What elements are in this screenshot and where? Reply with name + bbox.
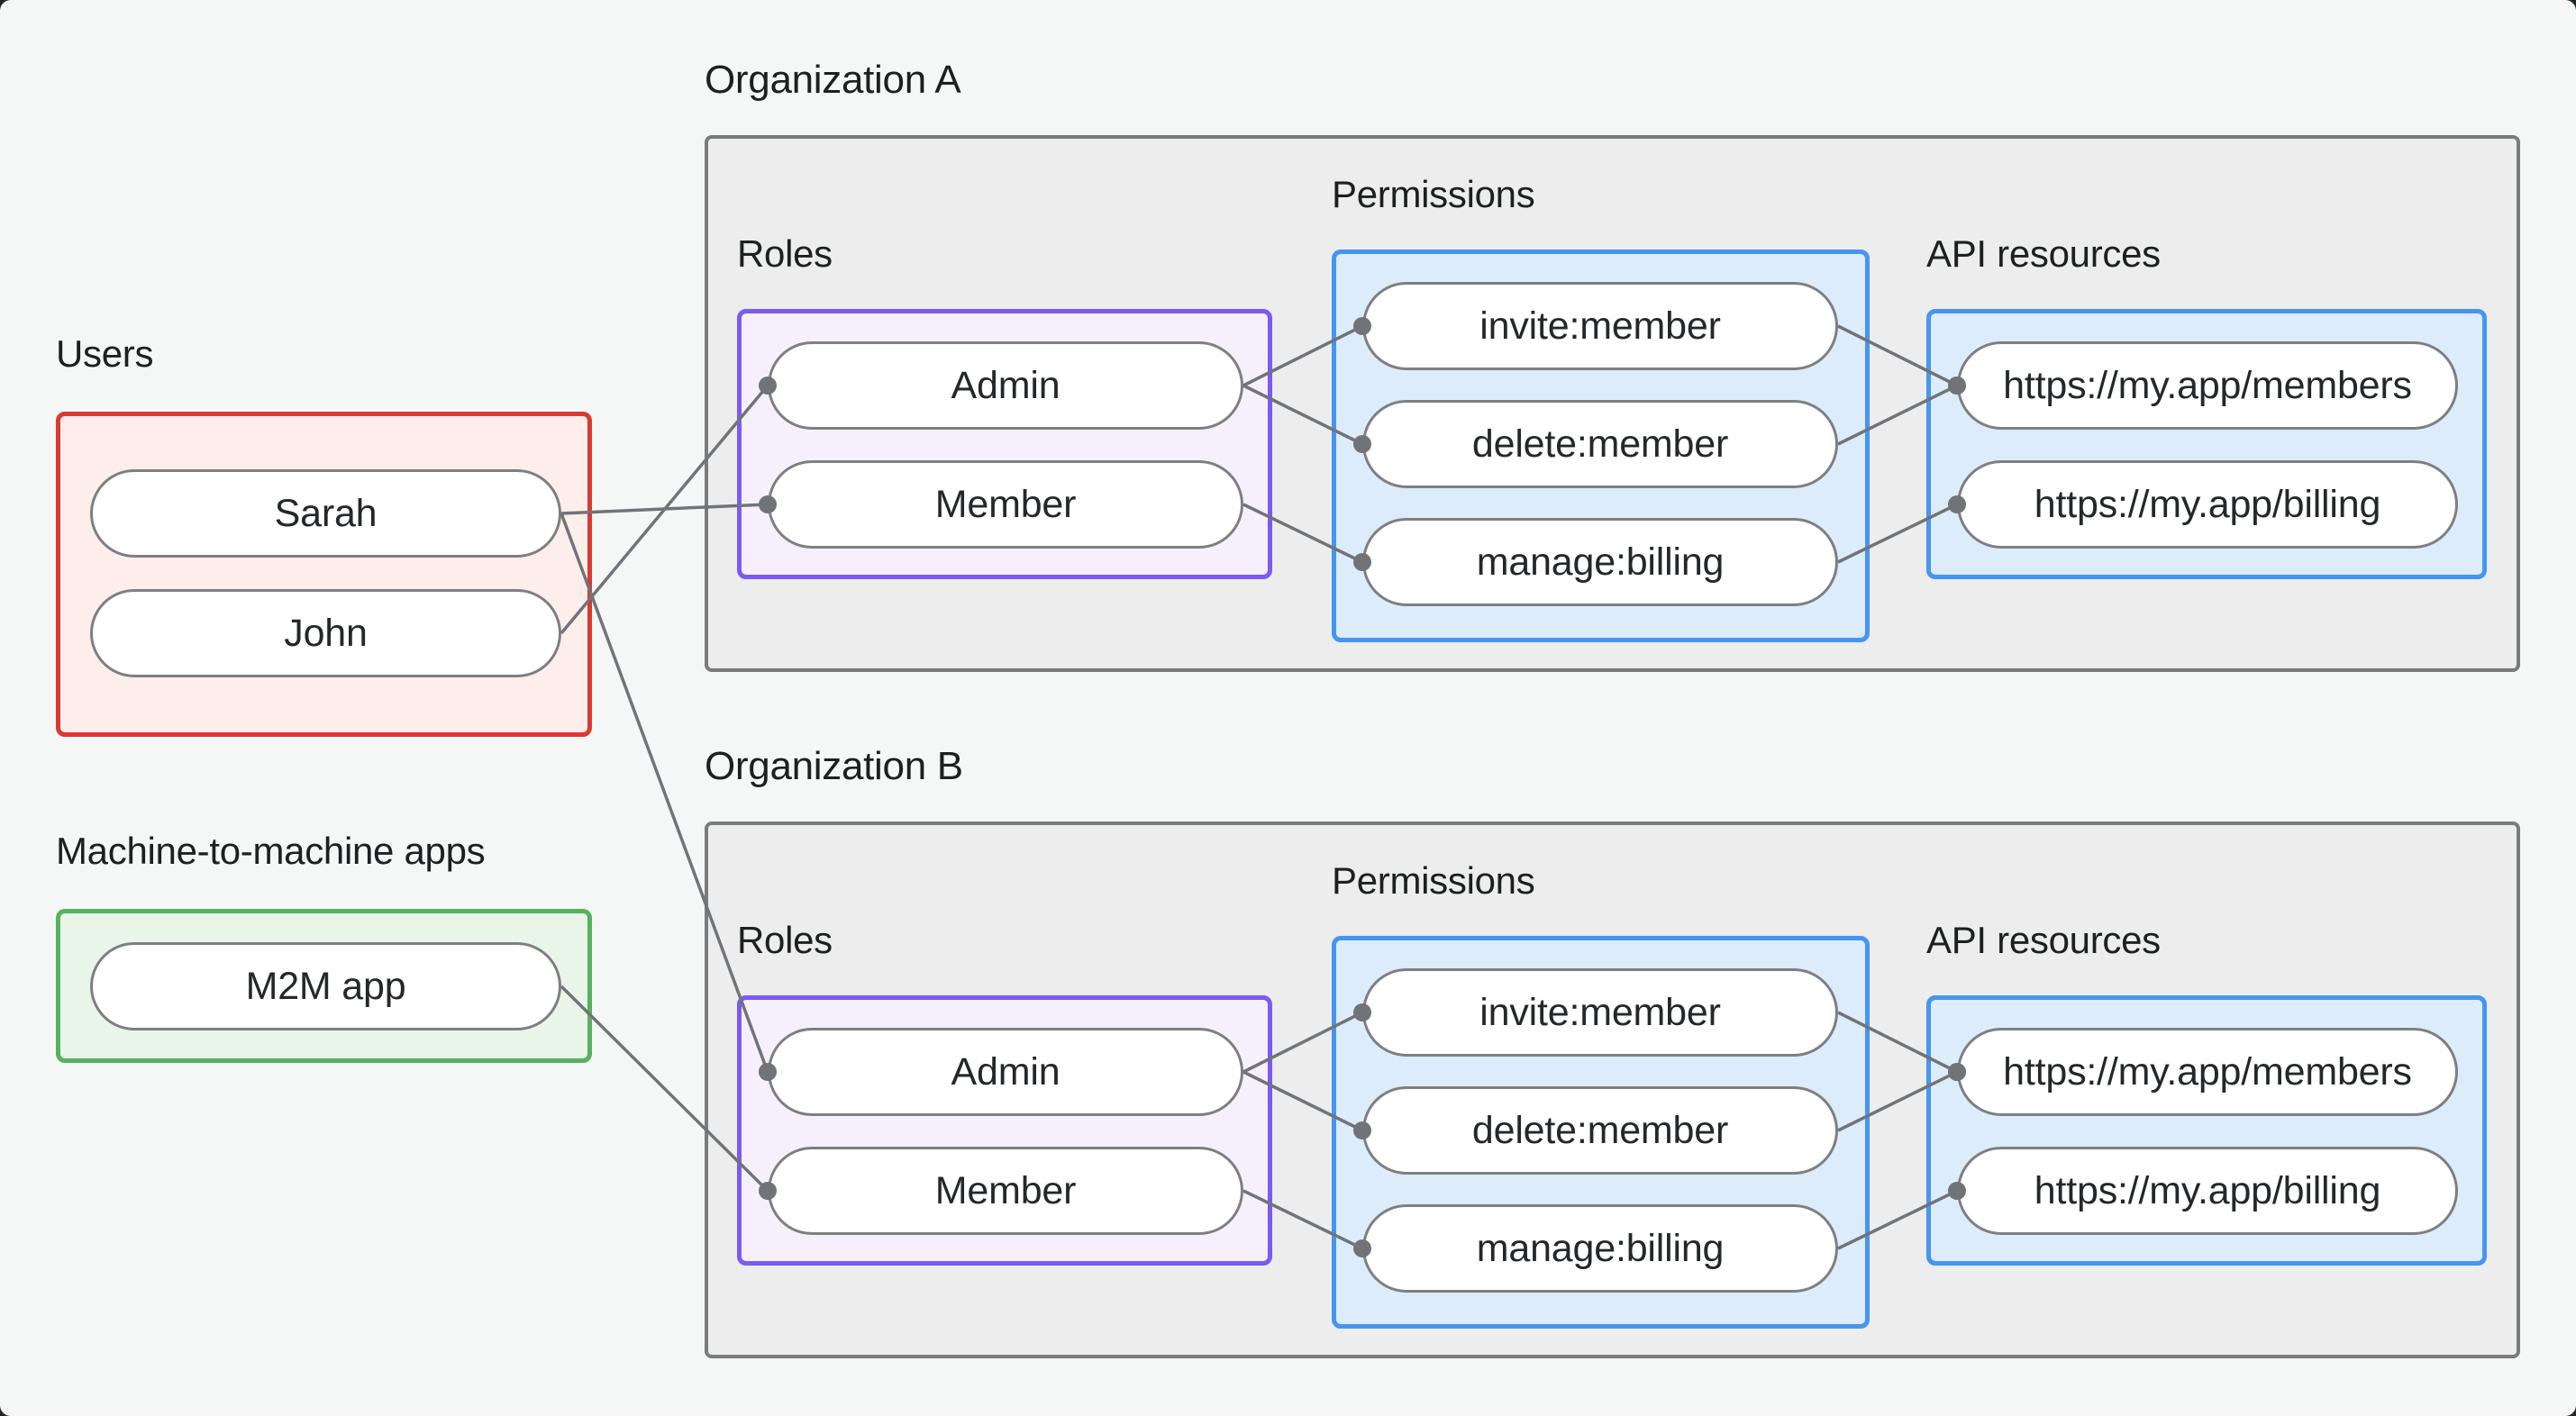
org-a-api-resources-label: API resources xyxy=(1926,232,2161,275)
m2m-label: Machine-to-machine apps xyxy=(56,830,486,872)
org-a-perm-pill-delete-member: delete:member xyxy=(1362,400,1838,488)
org-a-role-pill-member: Member xyxy=(768,460,1243,549)
org-b-roles-label: Roles xyxy=(737,919,833,961)
org-a-roles-label: Roles xyxy=(737,232,833,275)
org-a-title: Organization A xyxy=(705,58,961,102)
org-a-api-pill-members: https://my.app/members xyxy=(1957,341,2458,430)
org-b-api-pill-members: https://my.app/members xyxy=(1957,1028,2458,1116)
users-group-box xyxy=(56,412,592,737)
org-b-perm-pill-invite-member: invite:member xyxy=(1362,968,1838,1057)
users-label: Users xyxy=(56,332,154,375)
org-b-perm-pill-delete-member: delete:member xyxy=(1362,1086,1838,1175)
user-pill-sarah: Sarah xyxy=(90,469,561,558)
org-a-role-pill-admin: Admin xyxy=(768,341,1243,430)
org-a-perm-pill-invite-member: invite:member xyxy=(1362,282,1838,370)
org-b-title: Organization B xyxy=(705,744,963,788)
org-b-perm-pill-manage-billing: manage:billing xyxy=(1362,1204,1838,1293)
org-b-role-pill-admin: Admin xyxy=(768,1028,1243,1116)
org-a-perm-pill-manage-billing: manage:billing xyxy=(1362,518,1838,606)
org-a-permissions-label: Permissions xyxy=(1332,173,1535,215)
user-pill-john: John xyxy=(90,589,561,677)
org-b-api-pill-billing: https://my.app/billing xyxy=(1957,1147,2458,1235)
org-b-role-pill-member: Member xyxy=(768,1147,1243,1235)
org-a-api-pill-billing: https://my.app/billing xyxy=(1957,460,2458,549)
org-b-permissions-label: Permissions xyxy=(1332,859,1535,902)
org-b-api-resources-label: API resources xyxy=(1926,919,2161,961)
m2m-pill-app: M2M app xyxy=(90,942,561,1030)
